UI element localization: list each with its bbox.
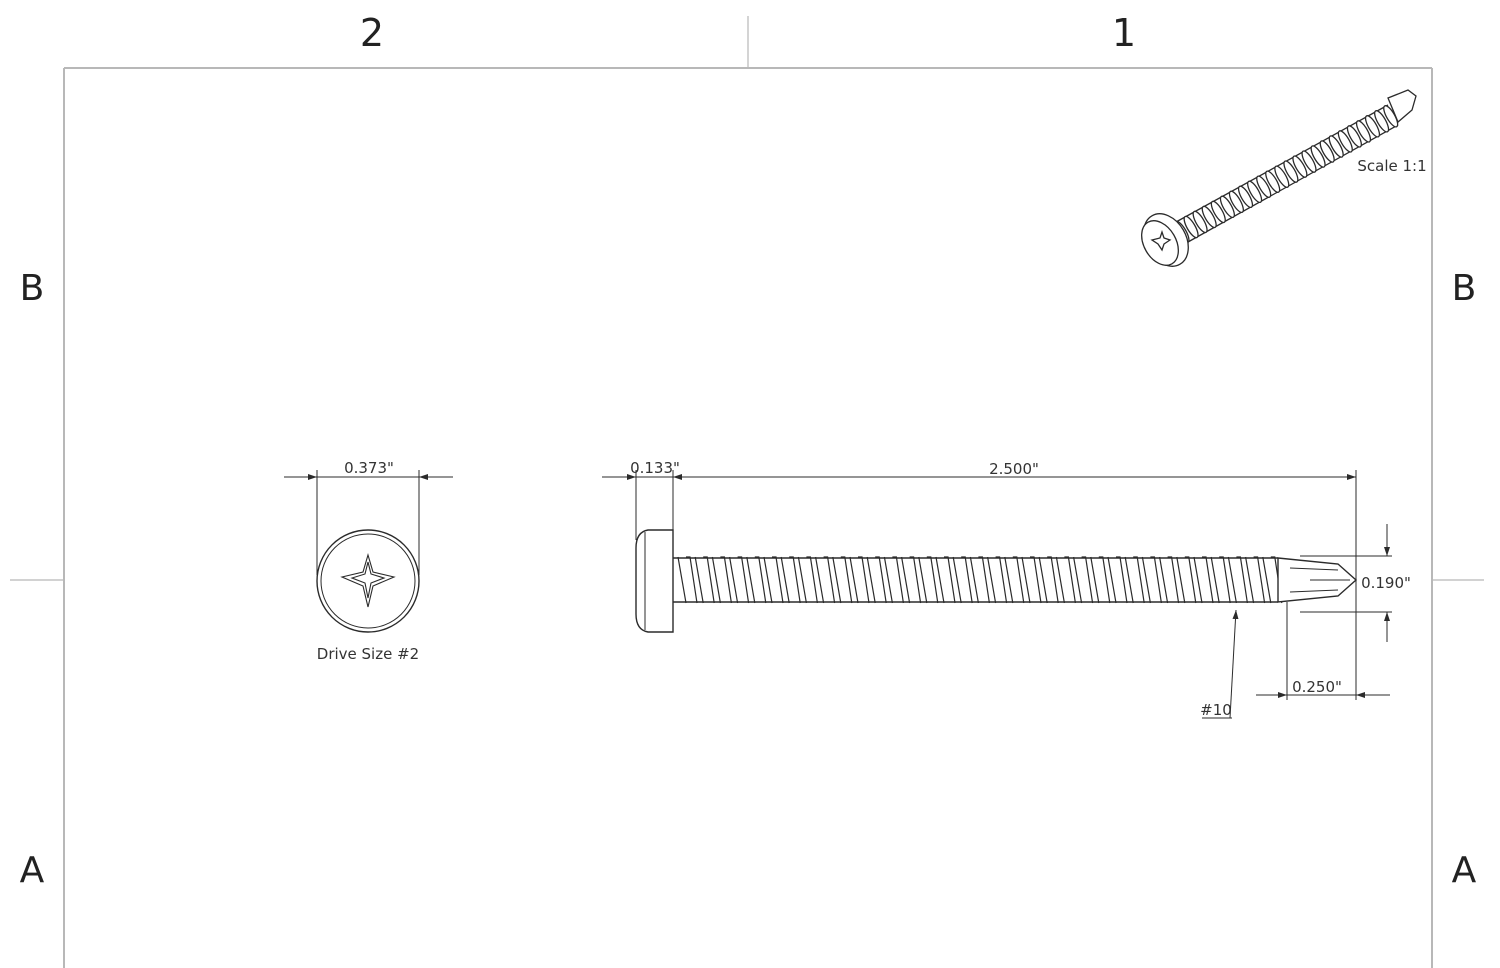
iso-thread-ridge (1247, 180, 1263, 204)
iso-thread-ridge (1210, 200, 1226, 224)
thread-ridge (815, 556, 836, 604)
iso-thread-ridge (1337, 130, 1353, 153)
side-view-dimensions (602, 470, 1392, 719)
drill-diameter-label: 0.190" (1361, 574, 1411, 592)
thread-ridge (883, 556, 904, 604)
screw-head-profile (635, 529, 674, 633)
thread-ridge (1038, 556, 1059, 604)
zone-column-1: 1 (1112, 11, 1136, 55)
iso-thread-ridge (1292, 155, 1308, 178)
iso-thread-ridge (1310, 145, 1326, 168)
head-outer-circle (316, 529, 420, 633)
iso-thread-ridge (1283, 160, 1299, 183)
thread-ridge (935, 556, 956, 604)
thread-ridge (1090, 556, 1111, 604)
head-height-label: 0.133" (630, 459, 680, 477)
thread-ridge (746, 556, 767, 604)
iso-scale-label: Scale 1:1 (1357, 157, 1426, 175)
iso-phillips-recess-icon (1150, 229, 1172, 252)
thread-ridge (677, 556, 698, 604)
zone-row-b-left: B (20, 268, 45, 309)
iso-thread-ridge (1265, 170, 1281, 193)
overall-length-label: 2.500" (989, 460, 1039, 478)
thread-ridge (1021, 556, 1042, 604)
iso-thread-ridge (1201, 205, 1217, 229)
drill-point-flute-2 (1289, 589, 1339, 593)
thread-ridge (1245, 556, 1266, 604)
thread-ridge (711, 556, 732, 604)
thread-ridge (832, 556, 853, 604)
thread-ridge (866, 556, 887, 604)
zone-column-2: 2 (360, 11, 384, 55)
iso-thread-ridge (1237, 185, 1254, 209)
thread-ridge (780, 556, 801, 604)
zone-row-a-left: A (20, 850, 45, 891)
thread-ridge (969, 556, 990, 604)
thread-ridge (849, 556, 870, 604)
thread-ridge (1210, 556, 1231, 604)
thread-ridge (763, 556, 784, 604)
phillips-drive-icon (340, 553, 396, 608)
screw-side-view (635, 529, 1358, 633)
thread-ridge (694, 556, 715, 604)
head-inner-circle (320, 533, 416, 629)
thread-ridge (1227, 556, 1248, 604)
iso-thread-ridge (1183, 215, 1199, 239)
thread-ridge (1193, 556, 1214, 604)
iso-thread-ridge (1364, 115, 1381, 138)
iso-thread-ridge (1192, 210, 1208, 234)
iso-thread-ridges (1174, 105, 1399, 244)
iso-thread-ridge (1328, 135, 1344, 158)
drive-size-label: Drive Size #2 (317, 645, 419, 663)
iso-thread-ridge (1355, 120, 1372, 143)
zone-row-b-right: B (1452, 268, 1477, 309)
thread-ridge (952, 556, 973, 604)
thread-ridge (797, 556, 818, 604)
isometric-screw-view (1141, 89, 1417, 267)
drill-point-flute-1 (1289, 567, 1339, 571)
thread-ridge (987, 556, 1008, 604)
thread-ridge (918, 556, 939, 604)
thread-ridge (729, 556, 750, 604)
drill-length-label: 0.250" (1292, 678, 1342, 696)
thread-ridge (1159, 556, 1180, 604)
thread-ridge (901, 556, 922, 604)
head-end-view (284, 470, 453, 633)
thread-ridges (677, 556, 1283, 604)
iso-thread-ridge (1219, 195, 1235, 219)
iso-thread-ridge (1374, 110, 1390, 133)
iso-drill-tip (1387, 89, 1417, 124)
thread-size-leader (1229, 609, 1239, 719)
thread-size-label: #10 (1200, 701, 1232, 719)
thread-ridge (1124, 556, 1145, 604)
thread-ridge (1107, 556, 1128, 604)
iso-thread-ridge (1346, 125, 1362, 148)
head-diameter-label: 0.373" (344, 459, 394, 477)
thread-ridge (1141, 556, 1162, 604)
iso-thread-ridge (1301, 150, 1317, 173)
iso-thread-ridge (1274, 165, 1290, 188)
iso-thread-ridge (1319, 140, 1335, 163)
iso-screw-head-face (1141, 220, 1179, 266)
iso-thread-ridge (1228, 190, 1244, 214)
thread-ridge (1073, 556, 1094, 604)
thread-ridge (1055, 556, 1076, 604)
thread-ridge (1176, 556, 1197, 604)
thread-ridge (1004, 556, 1025, 604)
sheet-border (10, 16, 1484, 968)
zone-row-a-right: A (1452, 850, 1477, 891)
iso-thread-ridge (1256, 175, 1272, 198)
